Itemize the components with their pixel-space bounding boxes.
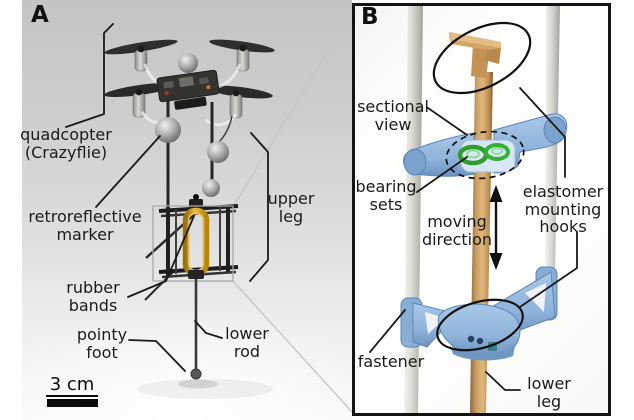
elastomer-hooks-leader-bottom <box>519 231 578 308</box>
label-sectional-view: sectional view <box>355 98 431 133</box>
label-line: view <box>374 114 412 134</box>
label-line: lower <box>225 324 269 343</box>
marker-ball-lower <box>202 179 220 197</box>
label-line: direction <box>421 229 493 249</box>
label-line: rubber <box>66 278 120 297</box>
label-line: hooks <box>539 217 587 237</box>
label-pointy-foot: pointy foot <box>64 326 140 361</box>
label-line: leg <box>536 391 562 411</box>
panel-b-letter: B <box>361 4 379 30</box>
label-fastener: fastener <box>355 353 427 371</box>
quadcopter-render <box>104 39 275 127</box>
label-quadcopter: quadcopter (Crazyflie) <box>8 126 124 161</box>
floor-shadow <box>137 379 273 399</box>
label-line: elastomer <box>522 182 604 201</box>
label-line: (Crazyflie) <box>24 142 108 162</box>
retroreflective-leader <box>95 135 161 208</box>
label-rubber-bands: rubber bands <box>55 279 131 314</box>
lower-rod-leader <box>194 320 223 339</box>
marker-ball-left <box>155 117 181 143</box>
foot-shadow <box>178 379 218 389</box>
label-line: sectional <box>357 97 429 116</box>
label-line: pointy <box>76 325 128 344</box>
bearing-sets-leader <box>416 156 468 193</box>
label-line: marker <box>56 224 114 244</box>
panel-a-letter: A <box>31 2 49 28</box>
panel-b-annotation-lines <box>369 87 578 391</box>
zoom-region-box <box>152 205 234 282</box>
quadcopter-bracket <box>65 23 114 128</box>
label-line: mounting <box>524 199 602 219</box>
label-elastomer-mounting-hooks: elastomer mounting hooks <box>521 183 605 236</box>
sectional-view-leader <box>427 107 468 136</box>
sectional-view-dashed-ellipse <box>445 130 525 180</box>
label-line: bearing <box>355 177 417 196</box>
pointy-foot-render <box>190 368 202 380</box>
label-line: bands <box>68 295 118 315</box>
label-line: rod <box>233 341 261 361</box>
scale-bar-label: 3 cm <box>46 374 98 397</box>
label-line: leg <box>278 206 304 226</box>
label-line: quadcopter <box>20 125 112 144</box>
elastomer-hooks-leader-top <box>519 87 566 178</box>
pointy-foot-leader <box>128 339 186 372</box>
label-lower-rod: lower rod <box>216 325 278 360</box>
zoom-connector-lines <box>232 11 352 413</box>
rubber-bands-leader <box>127 215 195 298</box>
panel-a-illustration <box>65 11 352 413</box>
lower-leg-leader <box>485 371 521 391</box>
moving-direction-arrow <box>489 185 503 270</box>
panel-b-illustration <box>369 6 578 413</box>
label-bearing-sets: bearing sets <box>355 178 417 213</box>
label-line: foot <box>86 342 118 362</box>
lower-bracket-render <box>400 266 558 361</box>
bearing-sets-render <box>457 143 510 166</box>
upper-leg-bracket <box>249 132 269 282</box>
label-line: retroreflective <box>28 207 142 226</box>
fastener-leader <box>369 309 406 353</box>
label-line: lower <box>527 374 571 393</box>
scale-bar <box>47 399 98 407</box>
label-moving-direction: moving direction <box>419 213 495 248</box>
label-line: sets <box>369 194 403 214</box>
fastener-ellipse <box>436 298 524 352</box>
pcb-body <box>156 69 220 110</box>
emphasis-ellipses <box>432 21 532 352</box>
panel-a-annotation-lines <box>65 23 269 372</box>
leg-cage <box>144 194 239 301</box>
propeller <box>207 85 273 99</box>
label-line: upper <box>267 189 315 208</box>
label-retroreflective-marker: retroreflective marker <box>18 208 152 243</box>
label-lower-leg: lower leg <box>519 375 579 410</box>
marker-ball-top <box>178 53 198 73</box>
label-line: fastener <box>357 352 425 371</box>
label-line: moving <box>427 212 487 231</box>
label-upper-leg: upper leg <box>256 190 326 225</box>
hook-ellipse <box>432 21 532 95</box>
panel-b-inset: B sectional view bearing sets moving dir… <box>352 3 611 416</box>
marker-ball-right <box>207 141 229 163</box>
